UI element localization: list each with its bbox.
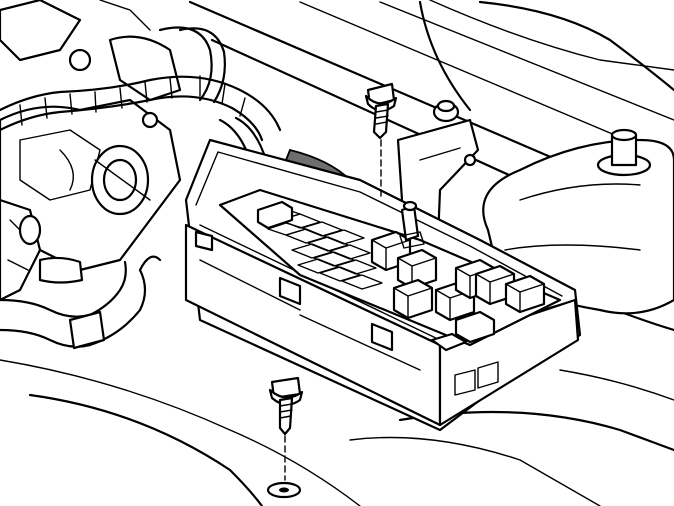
upper-bolt xyxy=(364,82,398,197)
relays xyxy=(370,230,546,352)
fuse-box xyxy=(184,138,582,432)
coolant-hoses xyxy=(0,255,162,350)
engine-components xyxy=(0,0,182,302)
lower-bolt xyxy=(266,376,304,499)
